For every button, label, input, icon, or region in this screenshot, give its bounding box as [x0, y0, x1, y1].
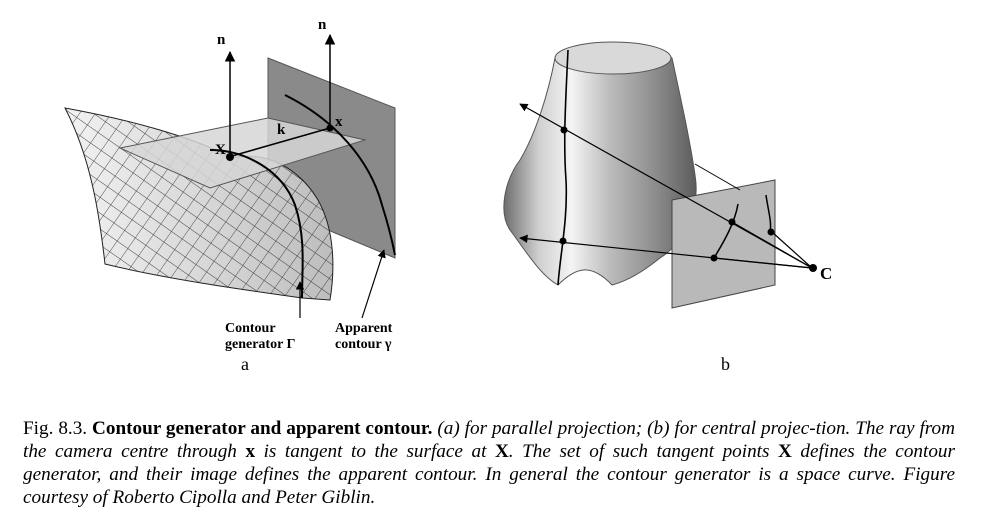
ray-k: [231, 127, 331, 157]
vase-contour-generator: [557, 49, 569, 286]
label-k: k: [277, 122, 286, 138]
label-C: C: [820, 264, 833, 283]
caption-fig-number: Fig. 8.3.: [23, 418, 88, 440]
ray-b-4: [713, 257, 813, 269]
caption-symbol-X: X: [494, 441, 509, 463]
label-apparent-contour: Apparent contour γ: [335, 321, 393, 352]
label-contour-generator: Contour generator Γ: [225, 321, 296, 352]
label-x: x: [335, 114, 343, 130]
ray-b-top-plane: [694, 163, 741, 191]
point-b-img2: [767, 228, 775, 236]
apparent-contour-b-1: [713, 203, 739, 259]
figure: n n k x X Contour generator Γ Apparent c…: [64, 17, 833, 374]
figure-caption: Fig. 8.3. Contour generator and apparent…: [23, 417, 955, 509]
caption-text-4: defines the contour generator, and their…: [23, 441, 955, 509]
label-normal-image: n: [318, 17, 327, 33]
point-X: [226, 153, 234, 161]
label-normal-surface: n: [217, 32, 226, 48]
camera-centre-C: [809, 264, 817, 272]
ray-b-3: [771, 231, 813, 269]
caption-text-2: is tangent to the surface at: [255, 441, 495, 463]
point-x: [326, 124, 334, 132]
ray-b-5: [731, 221, 813, 269]
label-X: X: [215, 142, 226, 158]
caption-title: Contour generator and apparent contour.: [92, 418, 433, 440]
point-b-img1: [728, 218, 736, 226]
contour-generator-curve: [209, 149, 304, 299]
figure-illustration: [64, 33, 817, 319]
vase-rim: [554, 41, 672, 75]
panel-label-a: a: [241, 354, 249, 374]
image-plane-b: [671, 179, 776, 309]
panel-b-diagram: [503, 41, 817, 309]
caption-text-3: . The set of such tangent points: [508, 441, 779, 463]
panel-label-b: b: [721, 354, 730, 374]
panel-a-diagram: [64, 33, 396, 319]
pointer-apparent-contour: [361, 249, 386, 319]
apparent-contour-curve: [284, 94, 396, 256]
caption-text-1: (a) for parallel projection; (b) for cen…: [23, 418, 955, 463]
caption-symbol-X-2: X: [778, 441, 792, 463]
point-b-upper: [560, 126, 568, 134]
caption-symbol-x: x: [245, 441, 256, 463]
point-b-img3: [710, 254, 718, 262]
vase-surface: [503, 44, 697, 286]
point-b-lower: [559, 237, 567, 245]
